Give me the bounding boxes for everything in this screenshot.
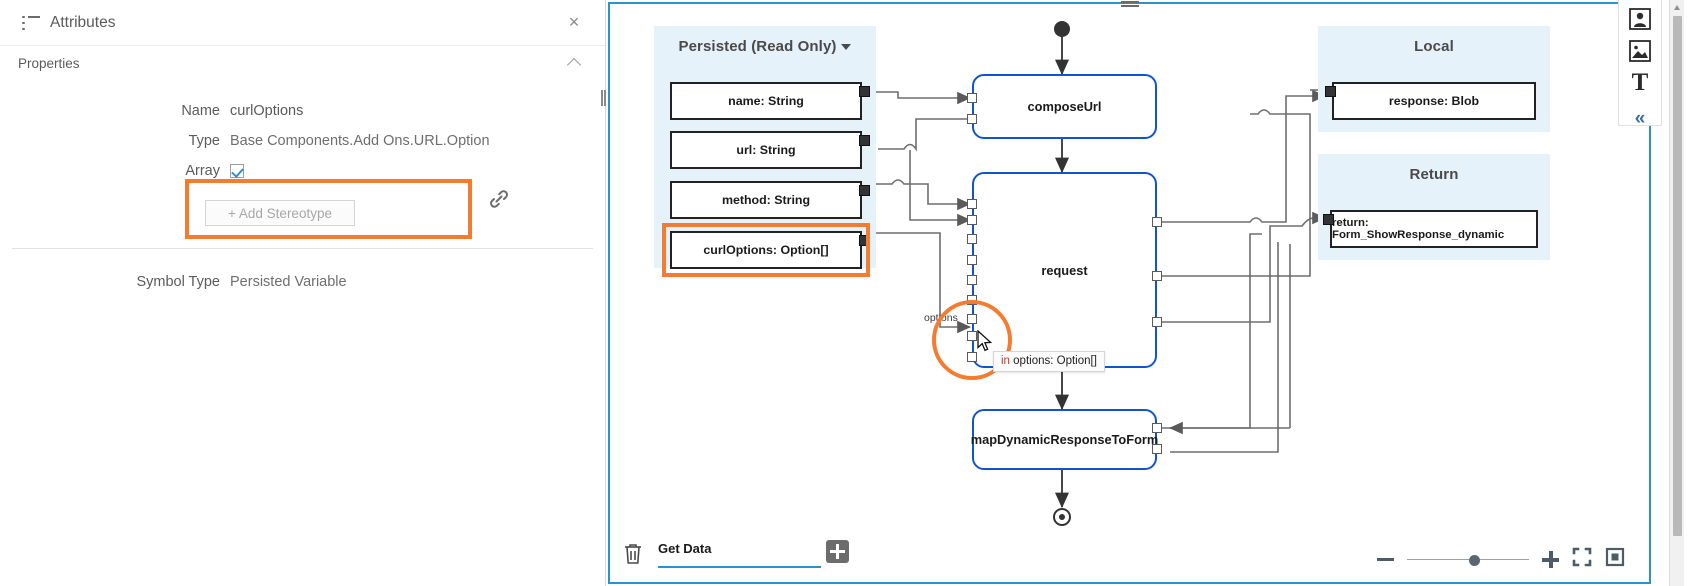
zoom-slider[interactable] bbox=[1407, 553, 1529, 567]
node-request-in-9[interactable] bbox=[967, 352, 977, 362]
chevron-up-icon[interactable] bbox=[567, 54, 583, 70]
zoom-slider-track bbox=[1407, 558, 1529, 560]
mouse-cursor-icon bbox=[977, 330, 993, 352]
text-tool-icon[interactable]: T bbox=[1631, 69, 1649, 96]
variable-name-port[interactable] bbox=[859, 86, 870, 97]
variable-response-port[interactable] bbox=[1325, 86, 1336, 97]
node-request-out-3[interactable] bbox=[1152, 317, 1162, 327]
panel-splitter-handle[interactable] bbox=[600, 90, 607, 106]
collapse-panel-button[interactable]: « bbox=[1634, 108, 1646, 129]
node-request-in-7[interactable] bbox=[967, 314, 977, 324]
start-node[interactable] bbox=[1054, 21, 1070, 37]
node-request-in-6[interactable] bbox=[967, 295, 977, 305]
array-field-label: Array bbox=[185, 163, 220, 179]
field-row-name: Name curlOptions bbox=[0, 96, 605, 126]
node-request-in-1[interactable] bbox=[967, 199, 977, 209]
canvas-top-grip[interactable] bbox=[1120, 1, 1139, 8]
scope-local-title: Local bbox=[1414, 38, 1454, 55]
picture-image-icon[interactable] bbox=[1627, 38, 1653, 64]
field-row-symbol-type: Symbol Type Persisted Variable bbox=[0, 267, 605, 297]
end-node[interactable] bbox=[1053, 508, 1071, 526]
node-request-in-4[interactable] bbox=[967, 255, 977, 265]
link-chain-icon[interactable] bbox=[487, 187, 511, 211]
zoom-controls bbox=[1377, 547, 1625, 572]
variable-method-port[interactable] bbox=[859, 185, 870, 196]
node-composeUrl[interactable]: composeUrl bbox=[972, 74, 1157, 139]
panel-divider bbox=[12, 248, 593, 249]
variable-return[interactable]: return: Form_ShowResponse_dynamic bbox=[1330, 210, 1538, 248]
node-request-out-1[interactable] bbox=[1152, 217, 1162, 227]
vertical-scrollbar[interactable] bbox=[1669, 0, 1684, 586]
variable-curlOptions-port[interactable] bbox=[859, 235, 870, 246]
scroll-up-arrow-icon[interactable] bbox=[1674, 5, 1680, 10]
panel-title: Attributes bbox=[50, 13, 116, 31]
trash-icon[interactable] bbox=[622, 542, 644, 566]
name-field-value[interactable]: curlOptions bbox=[230, 103, 304, 119]
variable-url[interactable]: url: String bbox=[670, 131, 862, 169]
node-mapDynamic-out-2[interactable] bbox=[1152, 444, 1162, 454]
tooltip-keyword: in bbox=[1001, 355, 1010, 367]
person-image-icon[interactable] bbox=[1627, 6, 1653, 32]
type-field-label: Type bbox=[188, 133, 220, 149]
chevron-down-icon[interactable] bbox=[841, 44, 852, 51]
variable-url-port[interactable] bbox=[859, 135, 870, 146]
tooltip-text: options: Option[] bbox=[1009, 355, 1097, 367]
attributes-list-icon bbox=[22, 15, 40, 30]
node-mapDynamicResponseToForm[interactable]: mapDynamicResponseToForm bbox=[971, 409, 1158, 470]
node-request-in-options[interactable] bbox=[967, 331, 977, 341]
properties-section-label: Properties bbox=[18, 55, 80, 71]
right-tool-palette: T « bbox=[1618, 0, 1662, 129]
node-mapDynamic-out-1[interactable] bbox=[1152, 423, 1162, 433]
diagram-canvas[interactable]: Persisted (Read Only) name: String url: … bbox=[610, 4, 1649, 582]
tab-get-data[interactable]: Get Data bbox=[658, 540, 821, 568]
properties-panel: Attributes × Properties Name curlOptions… bbox=[0, 0, 606, 586]
properties-section-header[interactable]: Properties bbox=[0, 46, 605, 80]
close-icon[interactable]: × bbox=[568, 12, 580, 32]
panel-header: Attributes × bbox=[0, 0, 605, 46]
variable-curlOptions[interactable]: curlOptions: Option[] bbox=[670, 231, 862, 269]
connector-lines bbox=[832, 34, 1326, 509]
array-checkbox[interactable] bbox=[230, 164, 244, 178]
fit-screen-icon[interactable] bbox=[1572, 547, 1592, 572]
type-field-value[interactable]: Base Components.Add Ons.URL.Option bbox=[230, 133, 490, 149]
field-row-type: Type Base Components.Add Ons.URL.Option bbox=[0, 126, 605, 156]
properties-form: Name curlOptions Type Base Components.Ad… bbox=[0, 80, 605, 297]
zoom-in-button[interactable] bbox=[1542, 551, 1559, 568]
add-stereotype-button[interactable]: + Add Stereotype bbox=[205, 200, 355, 226]
actual-size-icon[interactable] bbox=[1605, 547, 1625, 572]
variable-return-port[interactable] bbox=[1323, 214, 1334, 225]
options-port-label: options bbox=[924, 312, 958, 324]
variable-method[interactable]: method: String bbox=[670, 181, 862, 219]
node-request-in-3[interactable] bbox=[967, 234, 977, 244]
scope-return-title: Return bbox=[1409, 166, 1459, 183]
scrollbar-thumb[interactable] bbox=[1673, 16, 1682, 536]
node-composeUrl-in-2[interactable] bbox=[967, 114, 977, 124]
node-composeUrl-in-1[interactable] bbox=[967, 93, 977, 103]
node-request[interactable]: request bbox=[972, 172, 1157, 368]
node-request-out-2[interactable] bbox=[1152, 271, 1162, 281]
zoom-slider-knob[interactable] bbox=[1469, 554, 1480, 566]
node-request-in-5[interactable] bbox=[967, 275, 977, 285]
variable-response[interactable]: response: Blob bbox=[1332, 82, 1536, 120]
canvas-bottom-toolbar: Get Data bbox=[610, 534, 1649, 582]
zoom-out-button[interactable] bbox=[1377, 558, 1394, 561]
variable-name[interactable]: name: String bbox=[670, 82, 862, 120]
add-tab-button[interactable] bbox=[826, 540, 849, 563]
scope-persisted-title[interactable]: Persisted (Read Only) bbox=[654, 26, 876, 55]
symbol-type-value: Persisted Variable bbox=[230, 274, 347, 290]
name-field-label: Name bbox=[181, 103, 220, 119]
field-row-array: Array bbox=[0, 156, 605, 186]
symbol-type-label: Symbol Type bbox=[136, 274, 220, 290]
node-request-in-2[interactable] bbox=[967, 215, 977, 225]
port-tooltip: in options: Option[] bbox=[993, 351, 1105, 372]
diagram-canvas-container: Persisted (Read Only) name: String url: … bbox=[608, 1, 1651, 584]
